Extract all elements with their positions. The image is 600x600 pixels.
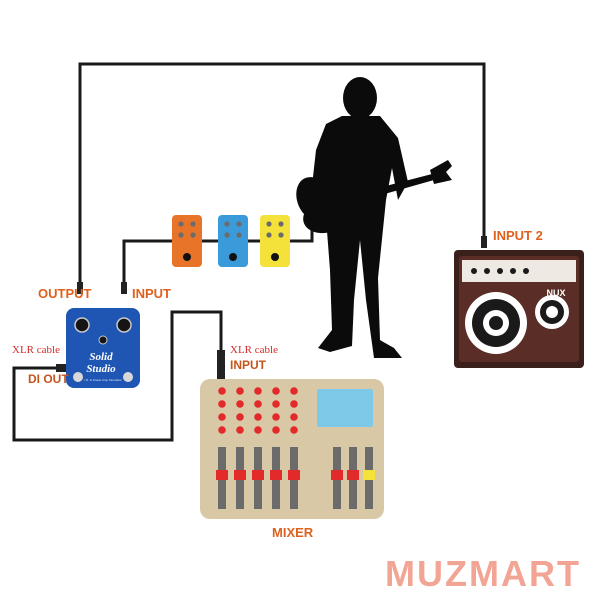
amplifier[interactable]: NUX	[454, 250, 584, 368]
mixer-faders	[216, 447, 375, 509]
label-di-out: DI OUT	[28, 372, 69, 386]
guitar-neck	[340, 174, 434, 206]
di-subtitle: I.R. & Power Amp Simulator	[84, 378, 121, 382]
plug-xlr-left	[56, 364, 68, 372]
label-input: INPUT	[132, 286, 171, 301]
mixer-screen	[317, 389, 373, 427]
plug-mixer-input	[217, 350, 225, 380]
guitar-body	[296, 173, 353, 234]
label-mixer: MIXER	[272, 525, 314, 540]
label-xlr-cable-mixer: XLR cable	[230, 344, 278, 356]
di-knob-center	[98, 335, 108, 345]
cable-xlr-left	[12, 310, 223, 442]
label-output: OUTPUT	[38, 286, 92, 301]
amp-logo: NUX	[546, 288, 565, 298]
pedal-blue[interactable]	[218, 215, 248, 267]
mixer[interactable]	[200, 379, 384, 519]
guitarist-silhouette	[296, 77, 452, 358]
cables	[12, 62, 486, 442]
di-brand-line1: Solid	[89, 351, 113, 363]
di-footswitch-right	[123, 372, 133, 382]
guitar-headstock	[430, 160, 452, 184]
mixer-knobs	[218, 387, 298, 434]
plug-input2	[481, 236, 487, 248]
plug-output	[77, 282, 83, 294]
label-xlr-cable-left: XLR cable	[12, 344, 60, 356]
cable-pedals-to-input	[122, 239, 176, 292]
di-box[interactable]: Solid Studio I.R. & Power Amp Simulator	[66, 308, 140, 388]
watermark-muzmart: MUZMART	[385, 553, 581, 594]
plug-tips	[56, 236, 487, 380]
pedal-yellow[interactable]	[260, 215, 290, 267]
di-knob-left	[74, 317, 90, 333]
di-footswitch-left	[73, 372, 83, 382]
label-input-2: INPUT 2	[493, 228, 543, 243]
di-knob-right	[116, 317, 132, 333]
pedal-orange[interactable]	[172, 215, 202, 267]
plug-input	[121, 282, 127, 294]
cable-output-to-amp	[78, 62, 486, 292]
label-mixer-input: INPUT	[230, 358, 266, 372]
di-brand-line2: Studio	[86, 363, 116, 375]
